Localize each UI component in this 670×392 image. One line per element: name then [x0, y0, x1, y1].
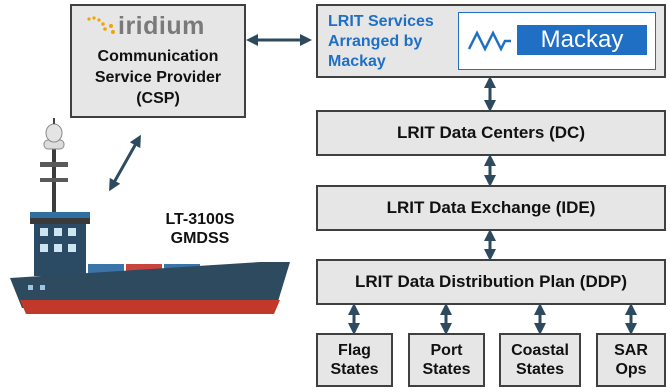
iridium-logo-text: iridium: [118, 11, 205, 40]
recipient-port-label: Port States: [422, 341, 470, 379]
recipient-port-states: Port States: [408, 333, 485, 387]
ship-hull: [10, 262, 290, 314]
recipient-port-line-2: States: [422, 361, 471, 378]
mackay-logo-bar: Mackay: [517, 25, 647, 55]
ship-label-line-1: LT-3100S: [165, 211, 235, 228]
services-label: LRIT Services Arranged by Mackay: [328, 12, 434, 72]
recipient-coastal-line-2: States: [515, 361, 564, 378]
recipient-flag-states: Flag States: [316, 333, 393, 387]
recipient-coastal-states: Coastal States: [499, 333, 581, 387]
csp-line-2: Service Provider: [94, 69, 222, 86]
csp-label: Communication Service Provider (CSP): [72, 46, 244, 109]
recipient-flag-label: Flag States: [330, 341, 378, 379]
csp-line-3: (CSP): [136, 90, 180, 107]
data-centers-label: LRIT Data Centers (DC): [397, 123, 585, 142]
distribution-plan-label: LRIT Data Distribution Plan (DDP): [355, 272, 627, 291]
csp-line-1: Communication: [97, 48, 219, 65]
arrow-ship-csp: [109, 134, 141, 192]
ship-containers: [88, 264, 230, 292]
csp-box: iridium Communication Service Provider (…: [70, 4, 246, 118]
recipient-flag-line-1: Flag: [338, 342, 371, 359]
recipient-flag-line-2: States: [330, 361, 379, 378]
recipient-coastal-line-1: Coastal: [511, 342, 569, 359]
data-centers-box: LRIT Data Centers (DC): [316, 110, 666, 156]
lrit-services-box: LRIT Services Arranged by Mackay Mackay: [316, 4, 666, 78]
services-line-3: Mackay: [328, 53, 386, 70]
ship-mast: [40, 118, 68, 218]
recipient-sar-label: SAR Ops: [614, 341, 648, 379]
recipient-port-line-1: Port: [430, 342, 463, 359]
ship-label: LT-3100S GMDSS: [140, 210, 260, 248]
services-line-2: Arranged by: [328, 33, 423, 50]
recipient-sar-line-1: SAR: [614, 342, 648, 359]
recipient-sar-line-2: Ops: [615, 361, 647, 378]
distribution-plan-box: LRIT Data Distribution Plan (DDP): [316, 259, 666, 305]
data-exchange-label: LRIT Data Exchange (IDE): [386, 198, 596, 217]
iridium-dots-icon: [87, 16, 115, 34]
iridium-logo: iridium: [84, 12, 205, 40]
data-exchange-box: LRIT Data Exchange (IDE): [316, 185, 666, 231]
recipient-sar-ops: SAR Ops: [596, 333, 666, 387]
ship-label-line-2: GMDSS: [170, 230, 230, 247]
recipient-coastal-label: Coastal States: [511, 341, 569, 379]
ship-bridge: [30, 212, 90, 276]
mackay-wave-icon: [467, 30, 511, 52]
mackay-logo-text: Mackay: [540, 26, 624, 53]
mackay-logo: Mackay: [458, 12, 656, 70]
services-line-1: LRIT Services: [328, 13, 434, 30]
